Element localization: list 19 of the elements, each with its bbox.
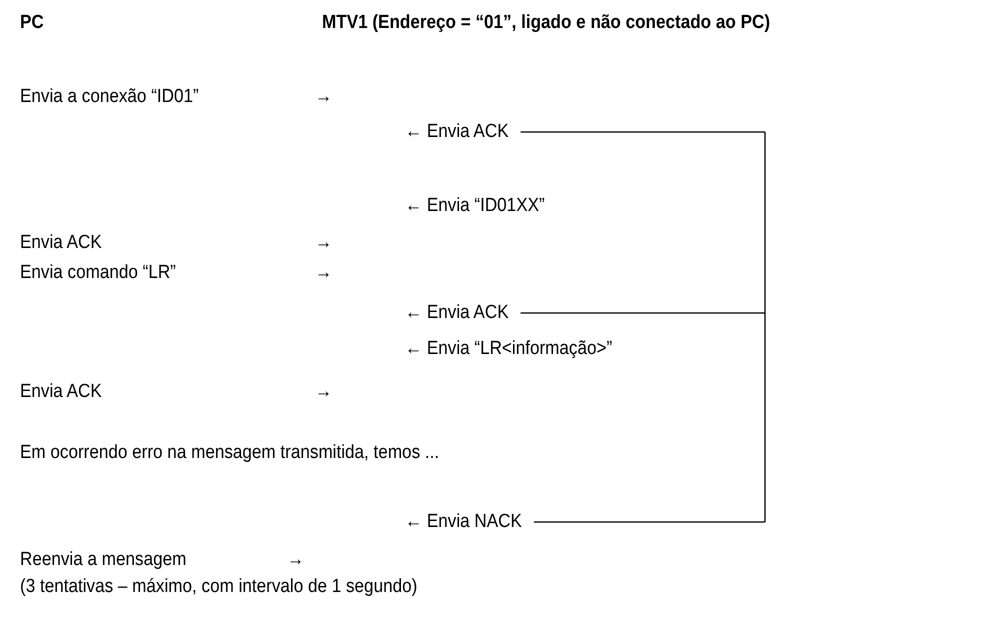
message-text: ← Envia ACK xyxy=(405,302,509,324)
message-text: ← Envia ACK xyxy=(405,121,509,143)
direction-arrow: → xyxy=(287,549,304,571)
note-text: (3 tentativas – máximo, com intervalo de 1 segundo) xyxy=(20,576,418,598)
note-text: Em ocorrendo erro na mensagem transmitida, temos ... xyxy=(20,442,440,464)
message-text: ← Envia “LR<informação>” xyxy=(405,338,612,360)
message-text: Reenvia a mensagem xyxy=(20,549,186,571)
message-text: ← Envia “ID01XX” xyxy=(405,195,545,217)
message-text: Envia ACK xyxy=(20,232,102,254)
column-heading: MTV1 (Endereço = “01”, ligado e não conectado ao PC) xyxy=(322,12,770,34)
direction-arrow: → xyxy=(315,232,332,254)
direction-arrow: → xyxy=(315,86,332,108)
message-text: Envia ACK xyxy=(20,381,102,403)
message-text: Envia comando “LR” xyxy=(20,262,176,284)
message-text: Envia a conexão “ID01” xyxy=(20,86,199,108)
column-heading: PC xyxy=(20,12,44,34)
direction-arrow: → xyxy=(315,381,332,403)
direction-arrow: → xyxy=(315,262,332,284)
message-text: ← Envia NACK xyxy=(405,511,522,533)
